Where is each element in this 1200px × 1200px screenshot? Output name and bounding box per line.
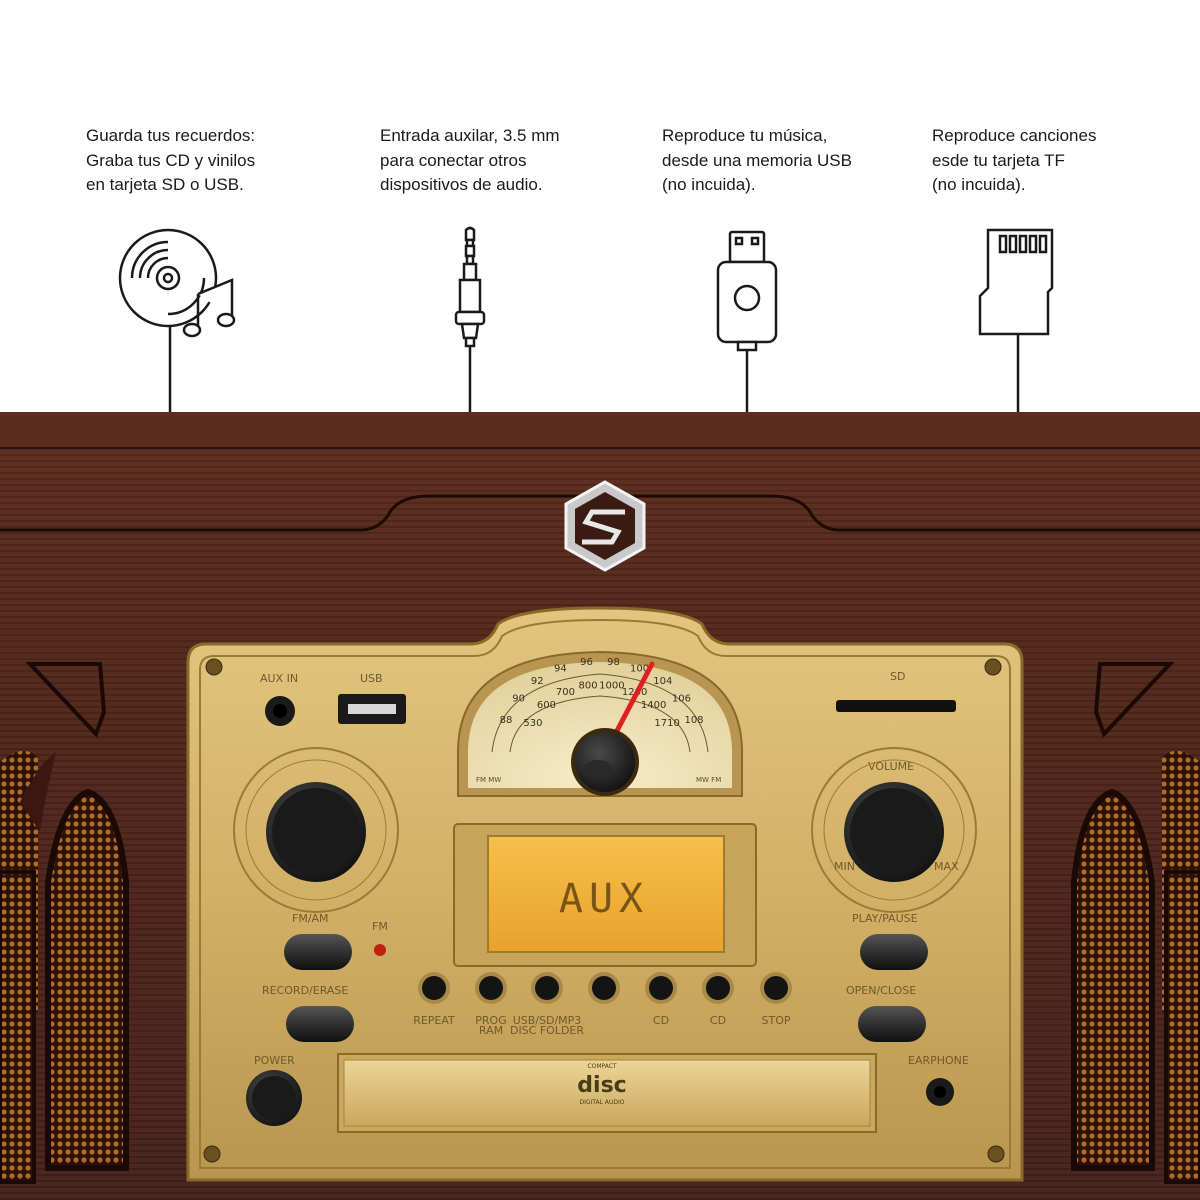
record-erase-button[interactable]: [286, 1006, 354, 1042]
lcd-text: AUX: [559, 876, 649, 922]
feature-line: Guarda tus recuerdos:: [86, 126, 256, 145]
feature-line: desde una memoria USB: [662, 150, 852, 170]
earphone-jack[interactable]: [926, 1078, 954, 1106]
cabinet-top-edge: [0, 412, 1200, 448]
aux-in-label: AUX IN: [260, 672, 298, 685]
fm-indicator-label: FM: [372, 920, 388, 933]
band-selector-knob[interactable]: [233, 747, 399, 913]
control-button-label: STOP: [762, 1014, 791, 1027]
volume-max-label: MAX: [934, 860, 959, 873]
dial-scale-label: 96: [580, 657, 593, 668]
feature-text-tf: Reproduce canciones esde tu tarjeta TF (…: [932, 124, 1192, 198]
feature-line: para conectar otros: [380, 150, 527, 170]
control-button-label: CD: [710, 1014, 726, 1027]
brand-logo-icon: [564, 480, 646, 572]
control-button[interactable]: [706, 976, 730, 1000]
power-label: POWER: [254, 1054, 295, 1067]
power-button[interactable]: [246, 1070, 302, 1126]
volume-label: VOLUME: [868, 760, 914, 773]
dial-band-right: MW FM: [696, 776, 721, 784]
feature-callouts: Guarda tus recuerdos: Graba tus CD y vin…: [0, 0, 1200, 422]
feature-line: en tarjeta SD o USB.: [86, 175, 244, 194]
feature-line: esde tu tarjeta TF: [932, 150, 1065, 170]
control-button-label: USB/SD/MP3: [513, 1014, 582, 1027]
svg-text:disc: disc: [577, 1073, 626, 1098]
dial-scale-label: 108: [684, 715, 703, 726]
usb-label: USB: [360, 672, 383, 685]
open-close-label: OPEN/CLOSE: [846, 984, 916, 997]
fm-indicator-led: [374, 944, 386, 956]
feature-line: Entrada auxilar, 3.5 mm: [380, 126, 560, 145]
svg-text:DIGITAL AUDIO: DIGITAL AUDIO: [580, 1099, 625, 1106]
speaker-grill-left: [0, 662, 129, 1184]
play-pause-label: PLAY/PAUSE: [852, 912, 918, 925]
tf-card-icon: [978, 228, 1054, 422]
dial-scale-label: 600: [537, 700, 556, 711]
compact-disc-logo: COMPACT disc DIGITAL AUDIO: [577, 1063, 626, 1106]
feature-line: dispositivos de audio.: [380, 175, 543, 194]
control-button[interactable]: [479, 976, 503, 1000]
speaker-grill-right: [1071, 662, 1200, 1184]
sd-card-slot[interactable]: [836, 700, 956, 712]
sd-label: SD: [890, 670, 905, 683]
volume-min-label: MIN: [834, 860, 855, 873]
cd-slot[interactable]: [337, 1053, 877, 1133]
svg-text:COMPACT: COMPACT: [587, 1063, 617, 1070]
tuning-knob[interactable]: [571, 728, 639, 796]
dial-scale-label: 800: [579, 680, 598, 691]
usb-port[interactable]: [338, 694, 406, 724]
aux-in-jack[interactable]: [265, 696, 295, 726]
dial-scale-label: 1710: [654, 718, 679, 729]
control-button[interactable]: [422, 976, 446, 1000]
dial-scale-label: 90: [512, 694, 525, 705]
feature-text-usb: Reproduce tu música, desde una memoria U…: [662, 124, 922, 198]
control-button[interactable]: [764, 976, 788, 1000]
dial-scale-label: 1000: [599, 680, 624, 691]
fm-am-button[interactable]: [284, 934, 352, 970]
lcd-display: AUX: [453, 823, 757, 967]
control-button[interactable]: [592, 976, 616, 1000]
control-button-label: PROG: [475, 1014, 506, 1027]
dial-scale-label: 700: [556, 687, 575, 698]
control-button-sublabel: DISC FOLDER: [510, 1024, 584, 1037]
record-erase-label: RECORD/ERASE: [262, 984, 348, 997]
volume-knob[interactable]: [811, 747, 977, 913]
fm-am-label: FM/AM: [292, 912, 329, 925]
feature-text-aux: Entrada auxilar, 3.5 mm para conectar ot…: [380, 124, 640, 198]
dial-scale-label: 104: [653, 676, 672, 687]
feature-line: Reproduce tu música,: [662, 126, 828, 145]
dial-scale-label: 106: [672, 694, 691, 705]
play-pause-button[interactable]: [860, 934, 928, 970]
control-button[interactable]: [649, 976, 673, 1000]
control-button-sublabel: RAM: [479, 1024, 503, 1037]
audio-jack-icon: [454, 226, 486, 420]
feature-line: (no incuida).: [932, 175, 1026, 194]
control-button-label: CD: [653, 1014, 669, 1027]
dial-scale-label: 100: [630, 663, 649, 674]
dial-scale-label: 98: [607, 657, 620, 668]
dial-scale-label: 1400: [641, 700, 666, 711]
dial-scale-label: 88: [500, 715, 513, 726]
feature-line: (no incuida).: [662, 175, 756, 194]
control-button-label: REPEAT: [413, 1014, 455, 1027]
open-close-button[interactable]: [858, 1006, 926, 1042]
dial-scale-label: 530: [523, 718, 542, 729]
feature-line: Graba tus CD y vinilos: [86, 150, 256, 170]
feature-line: Reproduce canciones: [932, 126, 1097, 145]
dial-band-left: FM MW: [476, 776, 501, 784]
earphone-label: EARPHONE: [908, 1054, 969, 1067]
dial-scale-label: 94: [554, 663, 567, 674]
control-button[interactable]: [535, 976, 559, 1000]
cd-music-note-icon: [118, 228, 236, 418]
usb-stick-icon: [716, 230, 778, 420]
dial-scale-label: 92: [531, 676, 544, 687]
feature-text-record: Guarda tus recuerdos: Graba tus CD y vin…: [86, 124, 346, 198]
